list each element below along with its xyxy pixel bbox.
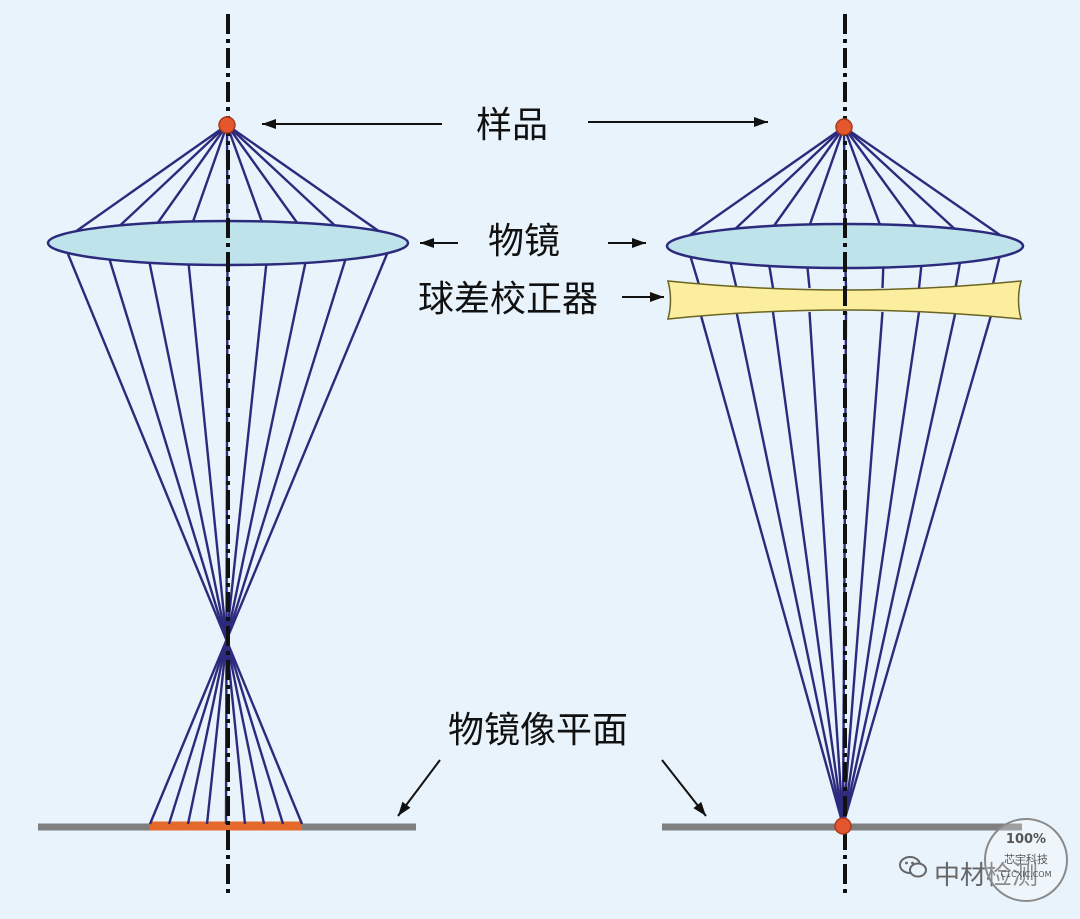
uncorrected-system bbox=[38, 14, 416, 894]
right-ray-upper bbox=[727, 126, 845, 236]
left-ray-lower bbox=[186, 253, 309, 825]
stamp-line-2: 芯宇科技 bbox=[1004, 853, 1048, 866]
left-ray-upper bbox=[74, 124, 228, 233]
right-ray-upper bbox=[843, 126, 1001, 236]
left-sample-dot bbox=[218, 116, 236, 134]
right-ray-upper bbox=[843, 126, 963, 236]
left-ray-upper bbox=[112, 124, 228, 233]
right-sample-dot bbox=[835, 118, 853, 136]
left-ray-lower bbox=[106, 253, 285, 825]
sample-arrow-right-head bbox=[754, 117, 768, 127]
label-arrows bbox=[262, 117, 768, 817]
left-ray-upper bbox=[150, 124, 228, 233]
sample-label: 样品 bbox=[476, 105, 549, 146]
left-ray-upper bbox=[225, 124, 267, 233]
right-ray-upper bbox=[689, 126, 845, 236]
right-ray-middle bbox=[990, 254, 1002, 289]
right-ray-upper bbox=[805, 126, 846, 236]
objective-arrow-right-head bbox=[632, 238, 646, 248]
objective-arrow-left-head bbox=[420, 238, 434, 248]
corrected-system bbox=[662, 14, 1025, 894]
right-ray-lower bbox=[841, 311, 957, 826]
left-ray-upper bbox=[226, 124, 343, 233]
left-ray-upper bbox=[226, 124, 305, 233]
right-ray-lower bbox=[771, 311, 845, 826]
left-ray-lower bbox=[186, 253, 247, 825]
stamp-line-3: C1CXIC.COM bbox=[1000, 870, 1052, 879]
right-ray-lower bbox=[841, 311, 994, 826]
left-ray-upper bbox=[188, 124, 229, 233]
left-ray-lower bbox=[146, 253, 266, 825]
right-ray-upper bbox=[766, 126, 845, 236]
sample-arrow-left-head bbox=[262, 119, 276, 129]
right-ray-lower bbox=[735, 311, 845, 826]
wechat-icon bbox=[898, 856, 928, 887]
right-ray-upper bbox=[842, 126, 885, 236]
right-ray-lower bbox=[808, 311, 845, 826]
left-ray-lower bbox=[167, 253, 349, 825]
left-ray-lower bbox=[148, 253, 389, 825]
right-ray-middle bbox=[688, 254, 702, 289]
corrector-label: 球差校正器 bbox=[418, 279, 599, 320]
left-ray-lower bbox=[66, 253, 304, 825]
objective-label: 物镜 bbox=[488, 221, 561, 262]
right-ray-lower bbox=[698, 311, 845, 826]
image-plane-arrow-left-head bbox=[398, 801, 411, 816]
watermark-stamp: 100% 芯宇科技 C1CXIC.COM bbox=[984, 818, 1068, 902]
image-plane-label: 物镜像平面 bbox=[448, 710, 629, 751]
right-ray-upper bbox=[843, 126, 924, 236]
right-focus-dot bbox=[834, 817, 852, 835]
corrector-arrow-head bbox=[650, 292, 664, 302]
right-ray-lower bbox=[841, 311, 921, 826]
left-ray-upper bbox=[226, 124, 381, 233]
right-ray-upper bbox=[842, 126, 847, 236]
right-ray-lower bbox=[841, 311, 884, 826]
stamp-line-1: 100% bbox=[1005, 832, 1047, 847]
image-plane-arrow-right-head bbox=[693, 801, 706, 816]
left-ray-lower bbox=[205, 253, 269, 825]
